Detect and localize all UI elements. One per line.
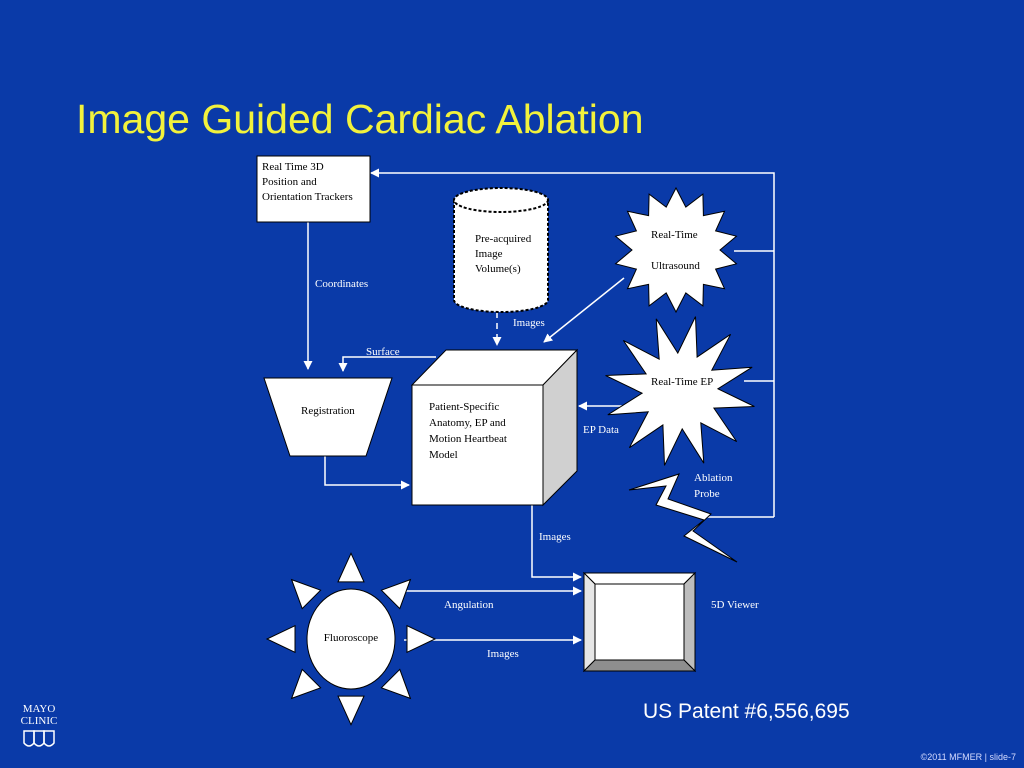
ep-starburst (605, 316, 755, 466)
model-line-1: Patient-Specific (429, 401, 499, 413)
sun-ray (380, 668, 412, 700)
lightning-bolt-icon (628, 473, 738, 563)
viewer-label: 5D Viewer (711, 599, 759, 611)
label-coordinates: Coordinates (315, 278, 368, 290)
label-surface: Surface (366, 346, 400, 358)
patent-number: US Patent #6,556,695 (643, 700, 850, 723)
ultrasound-starburst (614, 186, 738, 314)
sun-rays (265, 552, 437, 726)
sun-ray (337, 552, 365, 583)
ep-node: Real-Time EP (605, 316, 755, 466)
edge-registration-model (324, 456, 410, 490)
sun-ray (337, 695, 365, 726)
label-images-model: Images (539, 531, 571, 543)
volume-line-2: Image (475, 248, 503, 260)
connectors (303, 168, 775, 645)
trackers-node: Real Time 3D Position and Orientation Tr… (256, 155, 371, 223)
probe-line-2: Probe (694, 488, 720, 500)
trackers-line-2: Position and (262, 176, 317, 188)
edge-model-viewer (531, 505, 582, 582)
probe-node: Ablation Probe (628, 472, 738, 563)
edge-labels: Coordinates Images Surface EP Data Image… (315, 278, 619, 660)
ultrasound-node: Real-Time Ultrasound (614, 186, 738, 314)
edge-model-registration (338, 356, 436, 372)
label-images-fluoro: Images (487, 648, 519, 660)
label-angulation: Angulation (444, 599, 494, 611)
ultrasound-line-2: Ultrasound (651, 260, 700, 272)
label-images-volume: Images (513, 317, 545, 329)
edge-ultrasound-model (543, 277, 625, 343)
fluoroscope-label: Fluoroscope (324, 632, 379, 644)
trackers-line-1: Real Time 3D (262, 161, 324, 173)
sun-ray (380, 578, 412, 610)
logo-line-1: MAYO (22, 703, 56, 715)
edge-feedback-trackers (370, 168, 775, 517)
registration-label: Registration (301, 405, 355, 417)
ultrasound-line-1: Real-Time (651, 229, 698, 241)
volume-node: Pre-acquired Image Volume(s) (453, 187, 549, 313)
model-node: Patient-Specific Anatomy, EP and Motion … (410, 348, 579, 507)
fluoroscope-node: Fluoroscope (265, 552, 437, 726)
sun-ray (290, 668, 322, 700)
volume-line-1: Pre-acquired (475, 233, 532, 245)
slide-title: Image Guided Cardiac Ablation (76, 96, 644, 142)
mayo-clinic-logo: MAYO CLINIC (12, 703, 66, 751)
trackers-line-3: Orientation Trackers (262, 191, 353, 203)
shield-icon (23, 730, 55, 747)
registration-node: Registration (263, 377, 393, 457)
probe-line-1: Ablation (694, 472, 733, 484)
sun-ray (265, 624, 296, 654)
model-line-4: Model (429, 449, 458, 461)
sun-ray (406, 624, 437, 654)
model-line-2: Anatomy, EP and (429, 417, 506, 429)
label-ep-data: EP Data (583, 424, 619, 436)
footer: ©2011 MFMER | slide-7 (920, 752, 1016, 762)
sun-ray (290, 578, 322, 610)
ep-label: Real-Time EP (651, 376, 713, 388)
volume-line-3: Volume(s) (475, 263, 521, 275)
model-line-3: Motion Heartbeat (429, 433, 507, 445)
viewer-node: 5D Viewer (582, 571, 759, 673)
logo-line-2: CLINIC (20, 715, 58, 727)
